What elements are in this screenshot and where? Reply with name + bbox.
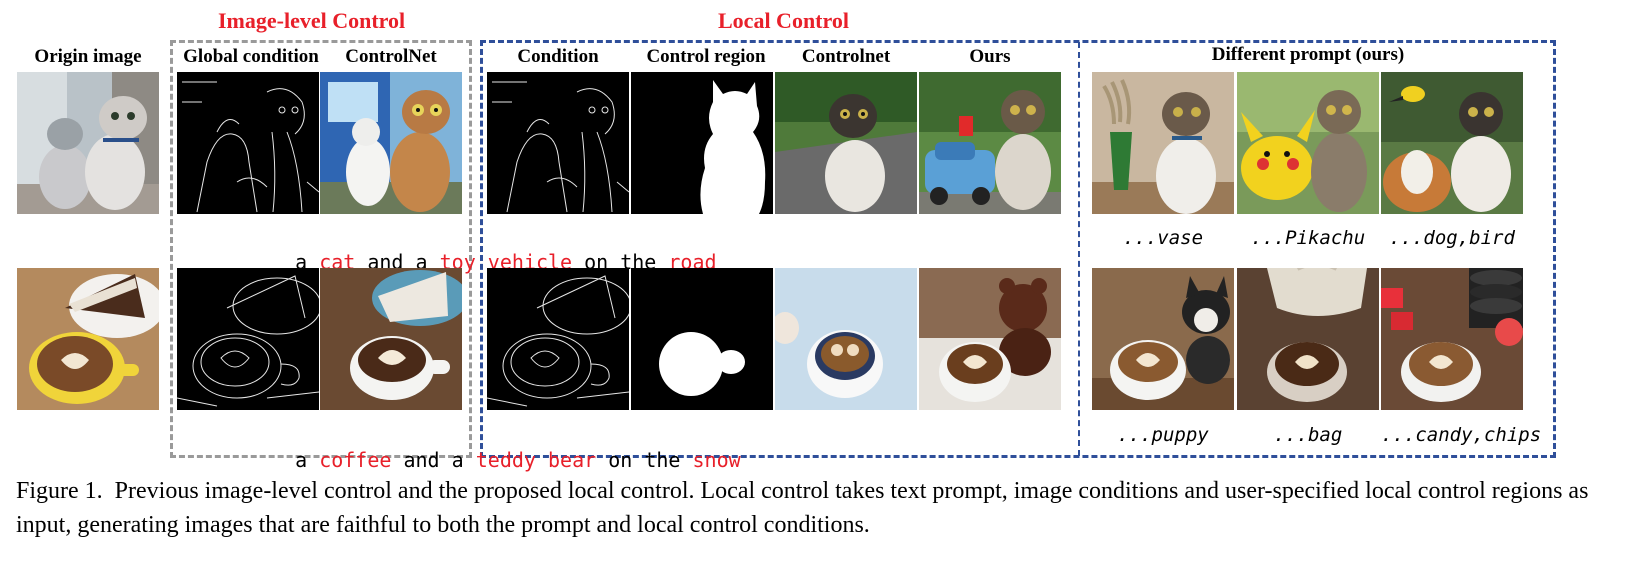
control-region-mask-cat [631,72,773,214]
prompt-row1: a cat and a toy vehicle on the road [271,226,716,274]
local-control-title: Local Control [718,8,849,33]
figure-caption-text: Previous image-level control and the pro… [16,478,1589,538]
variant-vase [1092,72,1234,214]
ours-output-coffee-teddy [919,268,1061,410]
control-region-mask-coffee [631,268,773,410]
variant-pikachu [1237,72,1379,214]
origin-image-coffee [17,268,159,410]
controlnet-local-output-coffee [775,268,917,410]
prompt-row2-seg: a [295,448,320,472]
ours-output-cat-toy [919,72,1061,214]
variant-puppy [1092,268,1234,410]
header-controlnet: ControlNet [345,46,437,67]
header-condition: Condition [517,46,599,67]
global-condition-edges-cat [177,72,319,214]
image-level-control-title: Image-level Control [218,8,406,33]
origin-image-cats [17,72,159,214]
controlnet-output-coffee [320,268,462,410]
variant-candy-chips [1381,268,1523,410]
prompt-row2-keyword: snow [692,448,741,472]
variant-label-dog-bird: ...dog,bird [1389,227,1515,249]
variant-label-candy-chips: ...candy,chips [1381,424,1542,446]
variant-label-bag: ...bag [1273,424,1343,446]
prompt-row2-seg: on the [596,448,693,472]
local-control-box [480,40,1556,458]
prompt-row2: a coffee and a teddy bear on the snow [271,424,741,472]
global-condition-edges-coffee [177,268,319,410]
header-origin-image: Origin image [34,46,142,67]
variant-bag [1237,268,1379,410]
variant-dog-bird [1381,72,1523,214]
variant-label-pikachu: ...Pikachu [1250,227,1366,249]
header-control-region: Control region [646,46,766,67]
header-ours: Ours [969,46,1011,67]
local-condition-edges-cat [487,72,629,214]
controlnet-local-output-cat [775,72,917,214]
header-global-condition: Global condition [183,46,319,67]
different-prompt-divider [1078,42,1080,456]
controlnet-output-cat [320,72,462,214]
variant-label-vase: ...vase [1122,227,1204,249]
figure-caption-label: Figure 1. [16,478,103,504]
image-level-control-box [170,40,472,458]
figure-caption: Figure 1. Previous image-level control a… [16,474,1624,542]
prompt-row2-keyword: coffee [319,448,392,472]
header-controlnet-local: Controlnet [801,46,891,67]
header-different-prompt: Different prompt (ours) [1211,44,1405,65]
prompt-row2-keyword: teddy bear [475,448,597,472]
prompt-row2-seg: and a [391,448,476,472]
variant-label-puppy: ...puppy [1117,424,1209,446]
local-condition-edges-coffee [487,268,629,410]
